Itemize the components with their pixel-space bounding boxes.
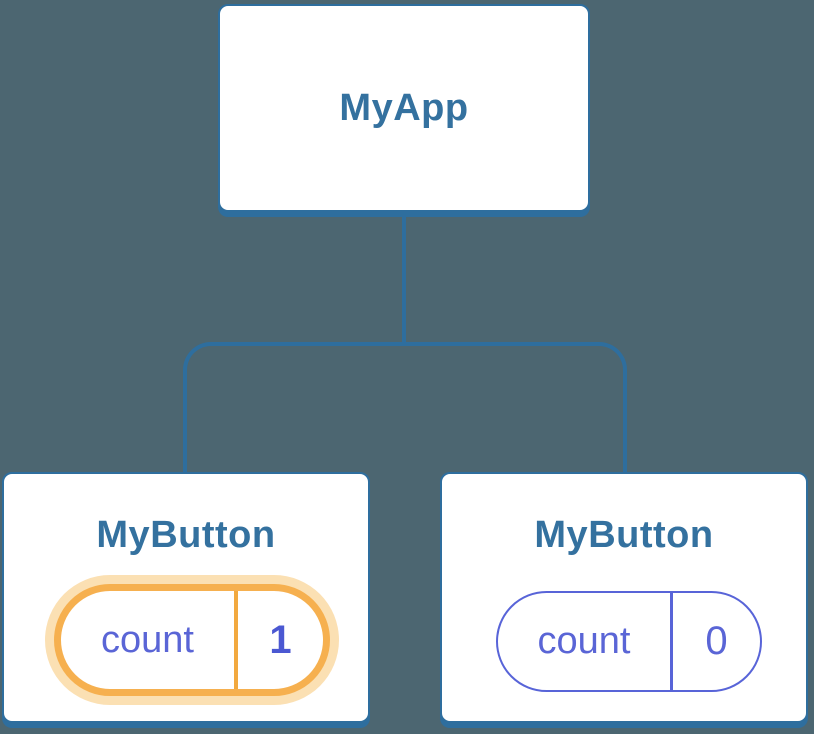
node-label: MyButton <box>96 514 276 556</box>
state-value-cell: 0 <box>673 593 760 690</box>
tree-node-myapp: MyApp <box>218 4 590 212</box>
state-key: count <box>101 618 194 661</box>
state-value-cell: 1 <box>238 591 323 689</box>
state-pill: count 0 <box>496 591 762 692</box>
state-value: 1 <box>269 617 292 662</box>
state-pill-highlighted: count 1 <box>54 584 330 696</box>
state-value: 0 <box>705 619 728 663</box>
connector-stem-line <box>402 209 406 346</box>
node-label: MyApp <box>339 86 469 129</box>
connector-branch-line <box>183 342 627 472</box>
tree-node-mybutton-1: MyButton count 1 <box>2 472 370 723</box>
state-key: count <box>537 620 631 662</box>
tree-node-mybutton-2: MyButton count 0 <box>440 472 808 723</box>
state-key-cell: count <box>61 591 238 689</box>
state-key-cell: count <box>498 593 673 690</box>
node-label: MyButton <box>534 514 714 556</box>
